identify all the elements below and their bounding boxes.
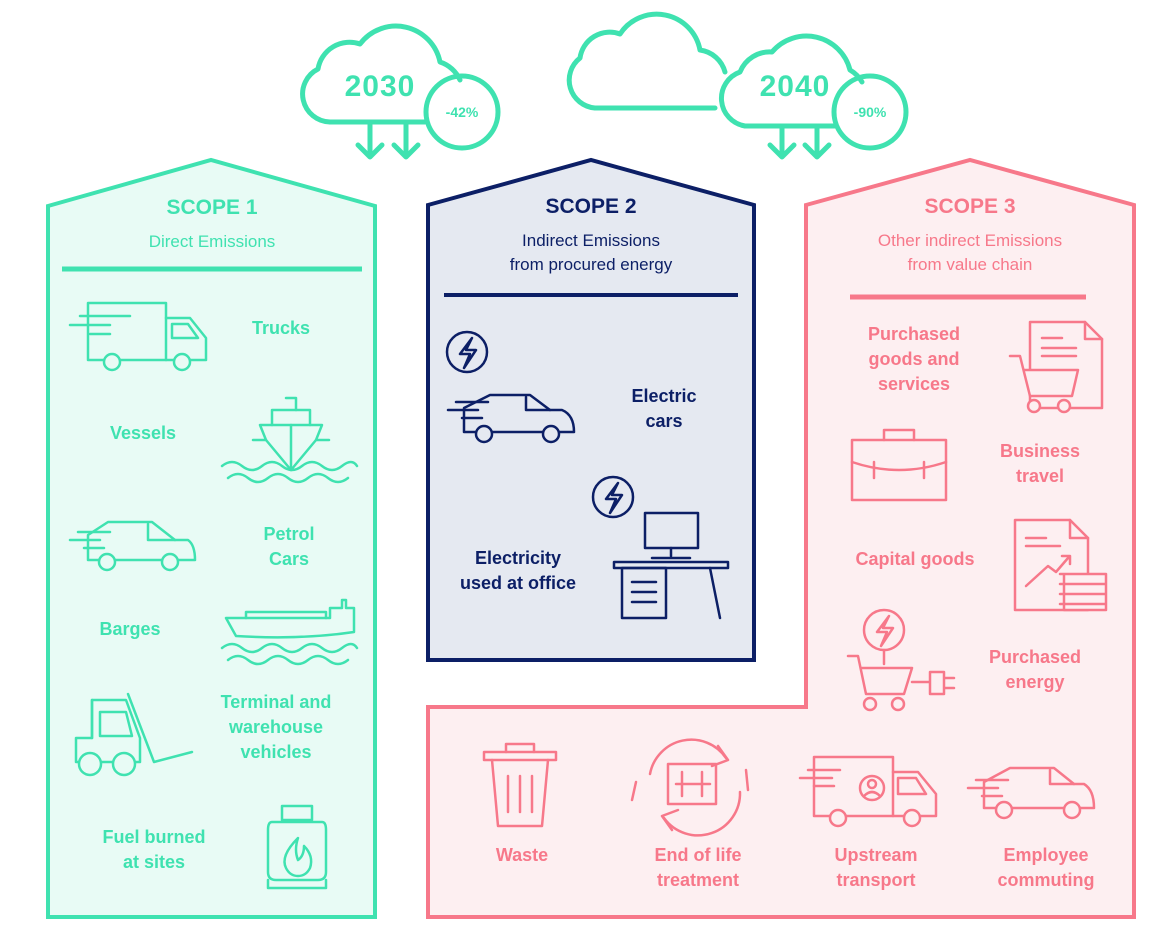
arrow-down-icon xyxy=(767,125,797,160)
lightning-icon xyxy=(591,475,635,519)
scope3-item-commuting: Employee commuting xyxy=(997,845,1095,890)
electric-car-icon xyxy=(446,393,576,444)
target-year-2030: 2030 xyxy=(344,70,416,103)
desk-computer-icon xyxy=(612,511,730,620)
lightning-icon xyxy=(445,330,489,374)
growth-chart-icon xyxy=(1013,518,1108,612)
scope1-item-fuel: Fuel burned at sites xyxy=(102,827,206,872)
scope1-item-barges: Barges xyxy=(99,619,161,639)
scope2-house xyxy=(426,157,756,662)
shopping-cart-document-icon xyxy=(1008,320,1104,414)
scope3-item-purchased-energy: Purchased energy xyxy=(988,647,1082,692)
cloud-bg-icon xyxy=(566,11,728,111)
gas-cylinder-icon xyxy=(266,804,328,890)
briefcase-icon xyxy=(850,428,948,502)
scope2-item-electricity-office: Electricity used at office xyxy=(459,548,577,593)
scope3-item-end-of-life: End of life treatment xyxy=(654,845,742,890)
car-icon xyxy=(68,520,197,572)
commuter-car-icon xyxy=(966,766,1096,820)
trash-bin-icon xyxy=(482,742,558,828)
scope1-item-trucks: Trucks xyxy=(251,318,311,338)
scope3-item-upstream: Upstream transport xyxy=(834,845,918,890)
scope3-item-waste: Waste xyxy=(495,845,549,865)
cloud-2040-icon xyxy=(718,33,865,129)
scope3-house xyxy=(426,157,1136,919)
arrow-down-icon xyxy=(391,121,421,160)
scope1-title: SCOPE 1 xyxy=(166,196,258,219)
scope3-title: SCOPE 3 xyxy=(924,195,1016,218)
forklift-icon xyxy=(74,692,194,777)
scope3-item-purchased-goods: Purchased goods and services xyxy=(867,324,961,394)
scope1-item-petrol-cars: Petrol Cars xyxy=(263,524,315,569)
target-year-2040: 2040 xyxy=(759,70,831,103)
arrow-down-icon xyxy=(355,121,385,160)
arrow-down-icon xyxy=(802,125,832,160)
badge-2040-circle xyxy=(831,73,909,151)
scope1-subtitle: Direct Emissions xyxy=(148,232,276,251)
scope1-item-vessels: Vessels xyxy=(109,423,177,443)
scope3-subtitle: Other indirect Emissions from value chai… xyxy=(877,231,1063,274)
energy-cart-icon xyxy=(846,608,956,712)
scope2-subtitle: Indirect Emissions from procured energy xyxy=(509,231,673,274)
target-reduction-2030: -42% xyxy=(445,104,479,120)
cloud-2030-icon xyxy=(300,23,463,125)
ship-icon xyxy=(220,396,359,484)
truck-icon xyxy=(68,301,208,372)
scope3-item-business-travel: Business travel xyxy=(999,441,1081,486)
scope3-item-capital-goods: Capital goods xyxy=(855,549,975,569)
target-reduction-2040: -90% xyxy=(853,104,887,120)
recycle-cycle-icon xyxy=(630,738,750,837)
scope2-item-electric-cars: Electric cars xyxy=(631,386,697,431)
scope2-title: SCOPE 2 xyxy=(545,195,637,218)
badge-2030-circle xyxy=(423,73,501,151)
scope1-item-terminal: Terminal and warehouse vehicles xyxy=(220,692,332,762)
delivery-truck-icon xyxy=(798,755,938,828)
barge-icon xyxy=(220,598,359,666)
